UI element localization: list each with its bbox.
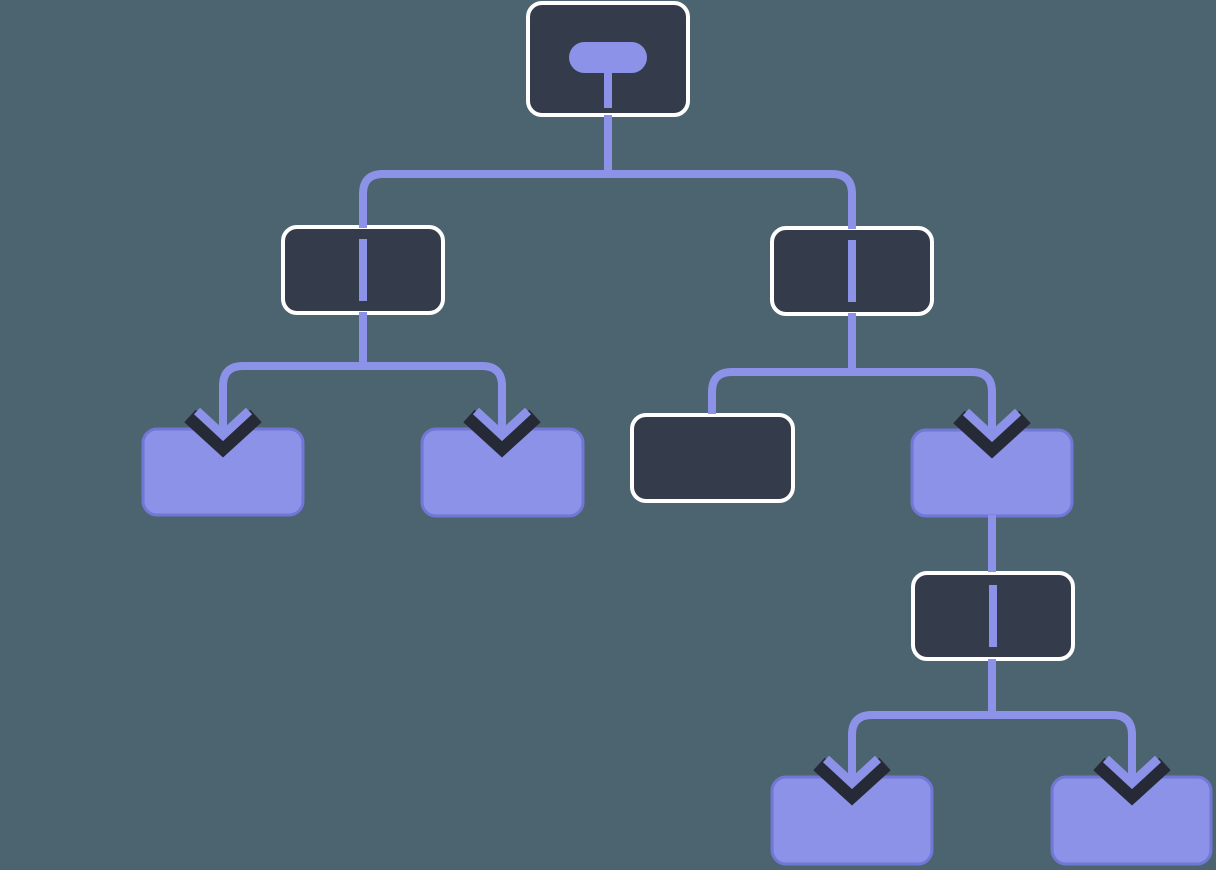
chevron-arrow-icon bbox=[822, 755, 882, 790]
chevron-arrow-icon bbox=[193, 407, 253, 442]
edge-left-fork bbox=[219, 362, 506, 431]
chevron-arrow-dark-icon bbox=[813, 757, 891, 806]
chevron-arrow-icon bbox=[472, 407, 532, 442]
pass-through-line-icon bbox=[359, 239, 367, 301]
edge-root-fork bbox=[359, 170, 856, 229]
pass-through-line-icon bbox=[848, 240, 856, 302]
edge-bottom-fork bbox=[848, 711, 1136, 781]
chevron-arrow-dark-icon bbox=[953, 410, 1031, 459]
chevron-arrow-dark-icon bbox=[184, 409, 262, 458]
root-pill-icon bbox=[569, 42, 647, 73]
edge-right-fork bbox=[708, 368, 996, 432]
chevron-arrow-dark-icon bbox=[1093, 757, 1171, 806]
chevron-arrow-icon bbox=[962, 408, 1022, 443]
pass-through-line-icon bbox=[989, 585, 997, 647]
node-plain-dark[interactable] bbox=[630, 413, 795, 503]
root-pill-icon-stem bbox=[604, 70, 612, 108]
chevron-arrow-icon bbox=[1102, 755, 1162, 790]
chevron-arrow-dark-icon bbox=[463, 409, 541, 458]
